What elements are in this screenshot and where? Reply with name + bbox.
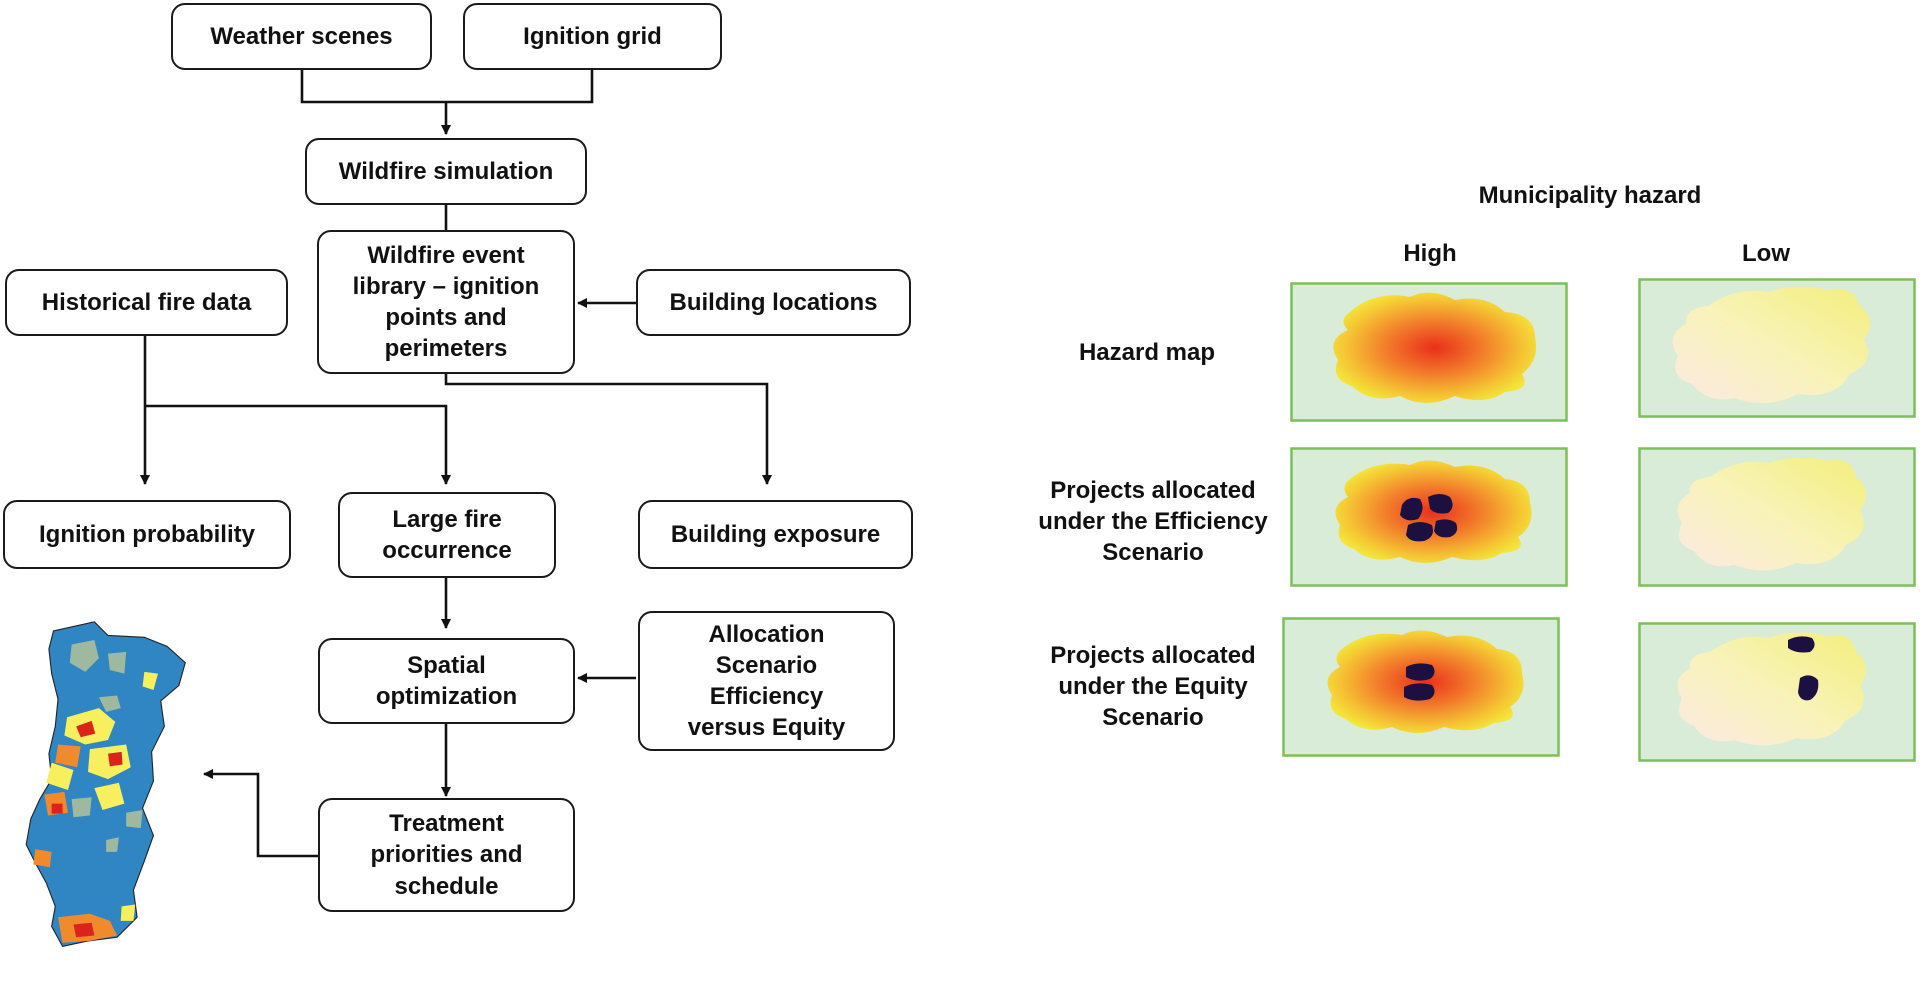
spatial-optimization-box: Spatial optimization: [318, 638, 575, 724]
historical-fire-data-label: Historical fire data: [41, 288, 252, 316]
column-low-label: Low: [1742, 240, 1790, 267]
wildfire-simulation-box: Wildfire simulation: [305, 138, 587, 205]
building-locations-label: Building locations: [669, 288, 878, 316]
row-hazard-map-label: Hazard map: [1078, 339, 1216, 366]
spatial-optimization-label: Spatial optimization: [375, 651, 518, 710]
treatment-priorities-box: Treatment priorities and schedule: [318, 798, 575, 912]
ignition-probability-box: Ignition probability: [3, 500, 291, 569]
equity-low-panel: [1638, 622, 1916, 762]
row-equity-label: Projects allocated under the Equity Scen…: [1050, 642, 1256, 732]
matrix-title: Municipality hazard: [1478, 182, 1702, 209]
ignition-grid-label: Ignition grid: [523, 22, 662, 50]
portugal-map-icon: [25, 621, 186, 947]
large-fire-occurrence-label: Large fire occurrence: [382, 505, 512, 564]
event-library-label: Wildfire event library – ignition points…: [352, 241, 540, 363]
equity-high-panel: [1282, 617, 1560, 757]
allocation-scenario-label: Allocation Scenario Efficiency versus Eq…: [687, 620, 846, 742]
large-fire-occurrence-box: Large fire occurrence: [338, 492, 556, 578]
ignition-grid-box: Ignition grid: [463, 3, 722, 70]
treatment-priorities-label: Treatment priorities and schedule: [370, 810, 523, 900]
hazard-map-low-panel: [1638, 278, 1916, 418]
hazard-map-high-panel: [1290, 282, 1568, 422]
efficiency-low-panel: [1638, 447, 1916, 587]
building-exposure-label: Building exposure: [670, 520, 881, 548]
ignition-probability-label: Ignition probability: [39, 520, 255, 548]
weather-scenes-box: Weather scenes: [171, 3, 432, 70]
allocation-scenario-box: Allocation Scenario Efficiency versus Eq…: [638, 611, 895, 751]
row-efficiency-label: Projects allocated under the Efficiency …: [1038, 477, 1268, 567]
building-locations-box: Building locations: [636, 269, 911, 336]
historical-fire-data-box: Historical fire data: [5, 269, 288, 336]
wildfire-simulation-label: Wildfire simulation: [338, 157, 554, 185]
building-exposure-box: Building exposure: [638, 500, 913, 569]
efficiency-high-panel: [1290, 447, 1568, 587]
column-high-label: High: [1403, 240, 1457, 267]
event-library-box: Wildfire event library – ignition points…: [317, 230, 575, 374]
weather-scenes-label: Weather scenes: [210, 22, 393, 50]
